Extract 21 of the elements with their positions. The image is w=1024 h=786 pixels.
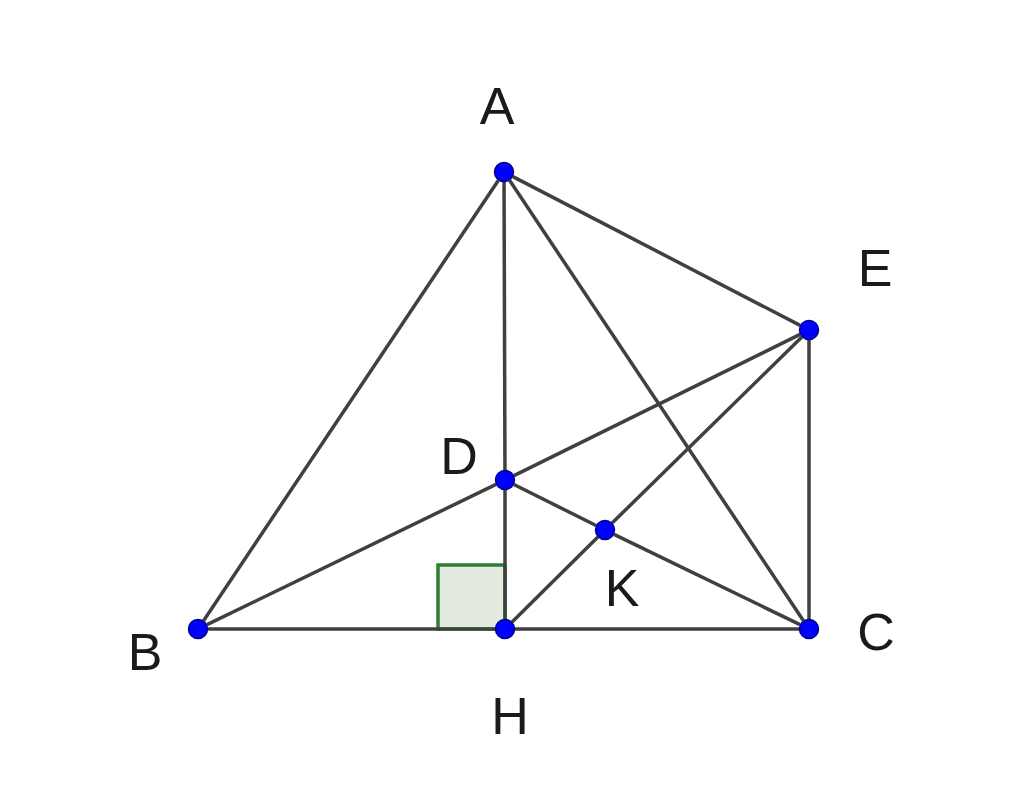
point-label: E bbox=[857, 242, 893, 294]
line-segment bbox=[503, 490, 507, 619]
line-segment bbox=[515, 627, 799, 631]
line-segment bbox=[610, 335, 804, 525]
line-segment bbox=[502, 182, 507, 470]
point-label: K bbox=[604, 562, 640, 614]
point-label: H bbox=[491, 690, 529, 742]
point-label: B bbox=[127, 626, 163, 678]
line-segment bbox=[208, 627, 495, 631]
line-segment bbox=[508, 179, 805, 622]
line-segment bbox=[202, 179, 500, 622]
line-segment bbox=[613, 532, 801, 627]
point-label: A bbox=[479, 80, 515, 132]
line-segment bbox=[807, 340, 811, 619]
line-segment bbox=[513, 332, 801, 478]
line-segment bbox=[512, 175, 801, 327]
line-segment bbox=[513, 482, 597, 528]
point-label: C bbox=[857, 606, 895, 658]
line-segment bbox=[510, 535, 600, 624]
point-label: D bbox=[440, 430, 478, 482]
line-segment bbox=[206, 482, 497, 627]
